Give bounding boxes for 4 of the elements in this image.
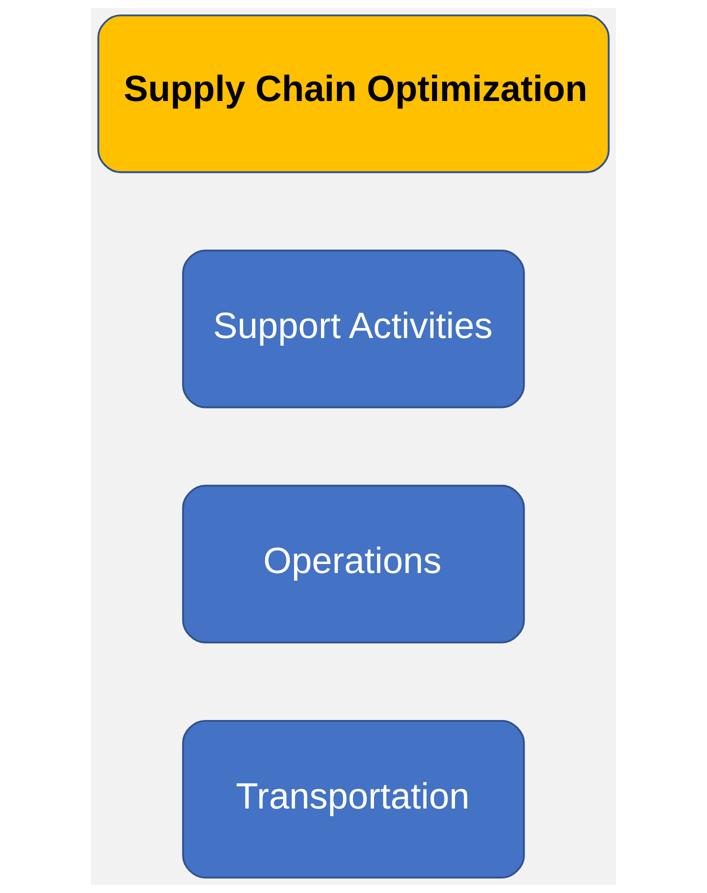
node-box: Supply Chain Optimization <box>97 14 610 174</box>
node-box: Support Activities <box>182 250 525 408</box>
node-box: Transportation <box>182 720 525 879</box>
node-box: Operations <box>182 484 525 644</box>
